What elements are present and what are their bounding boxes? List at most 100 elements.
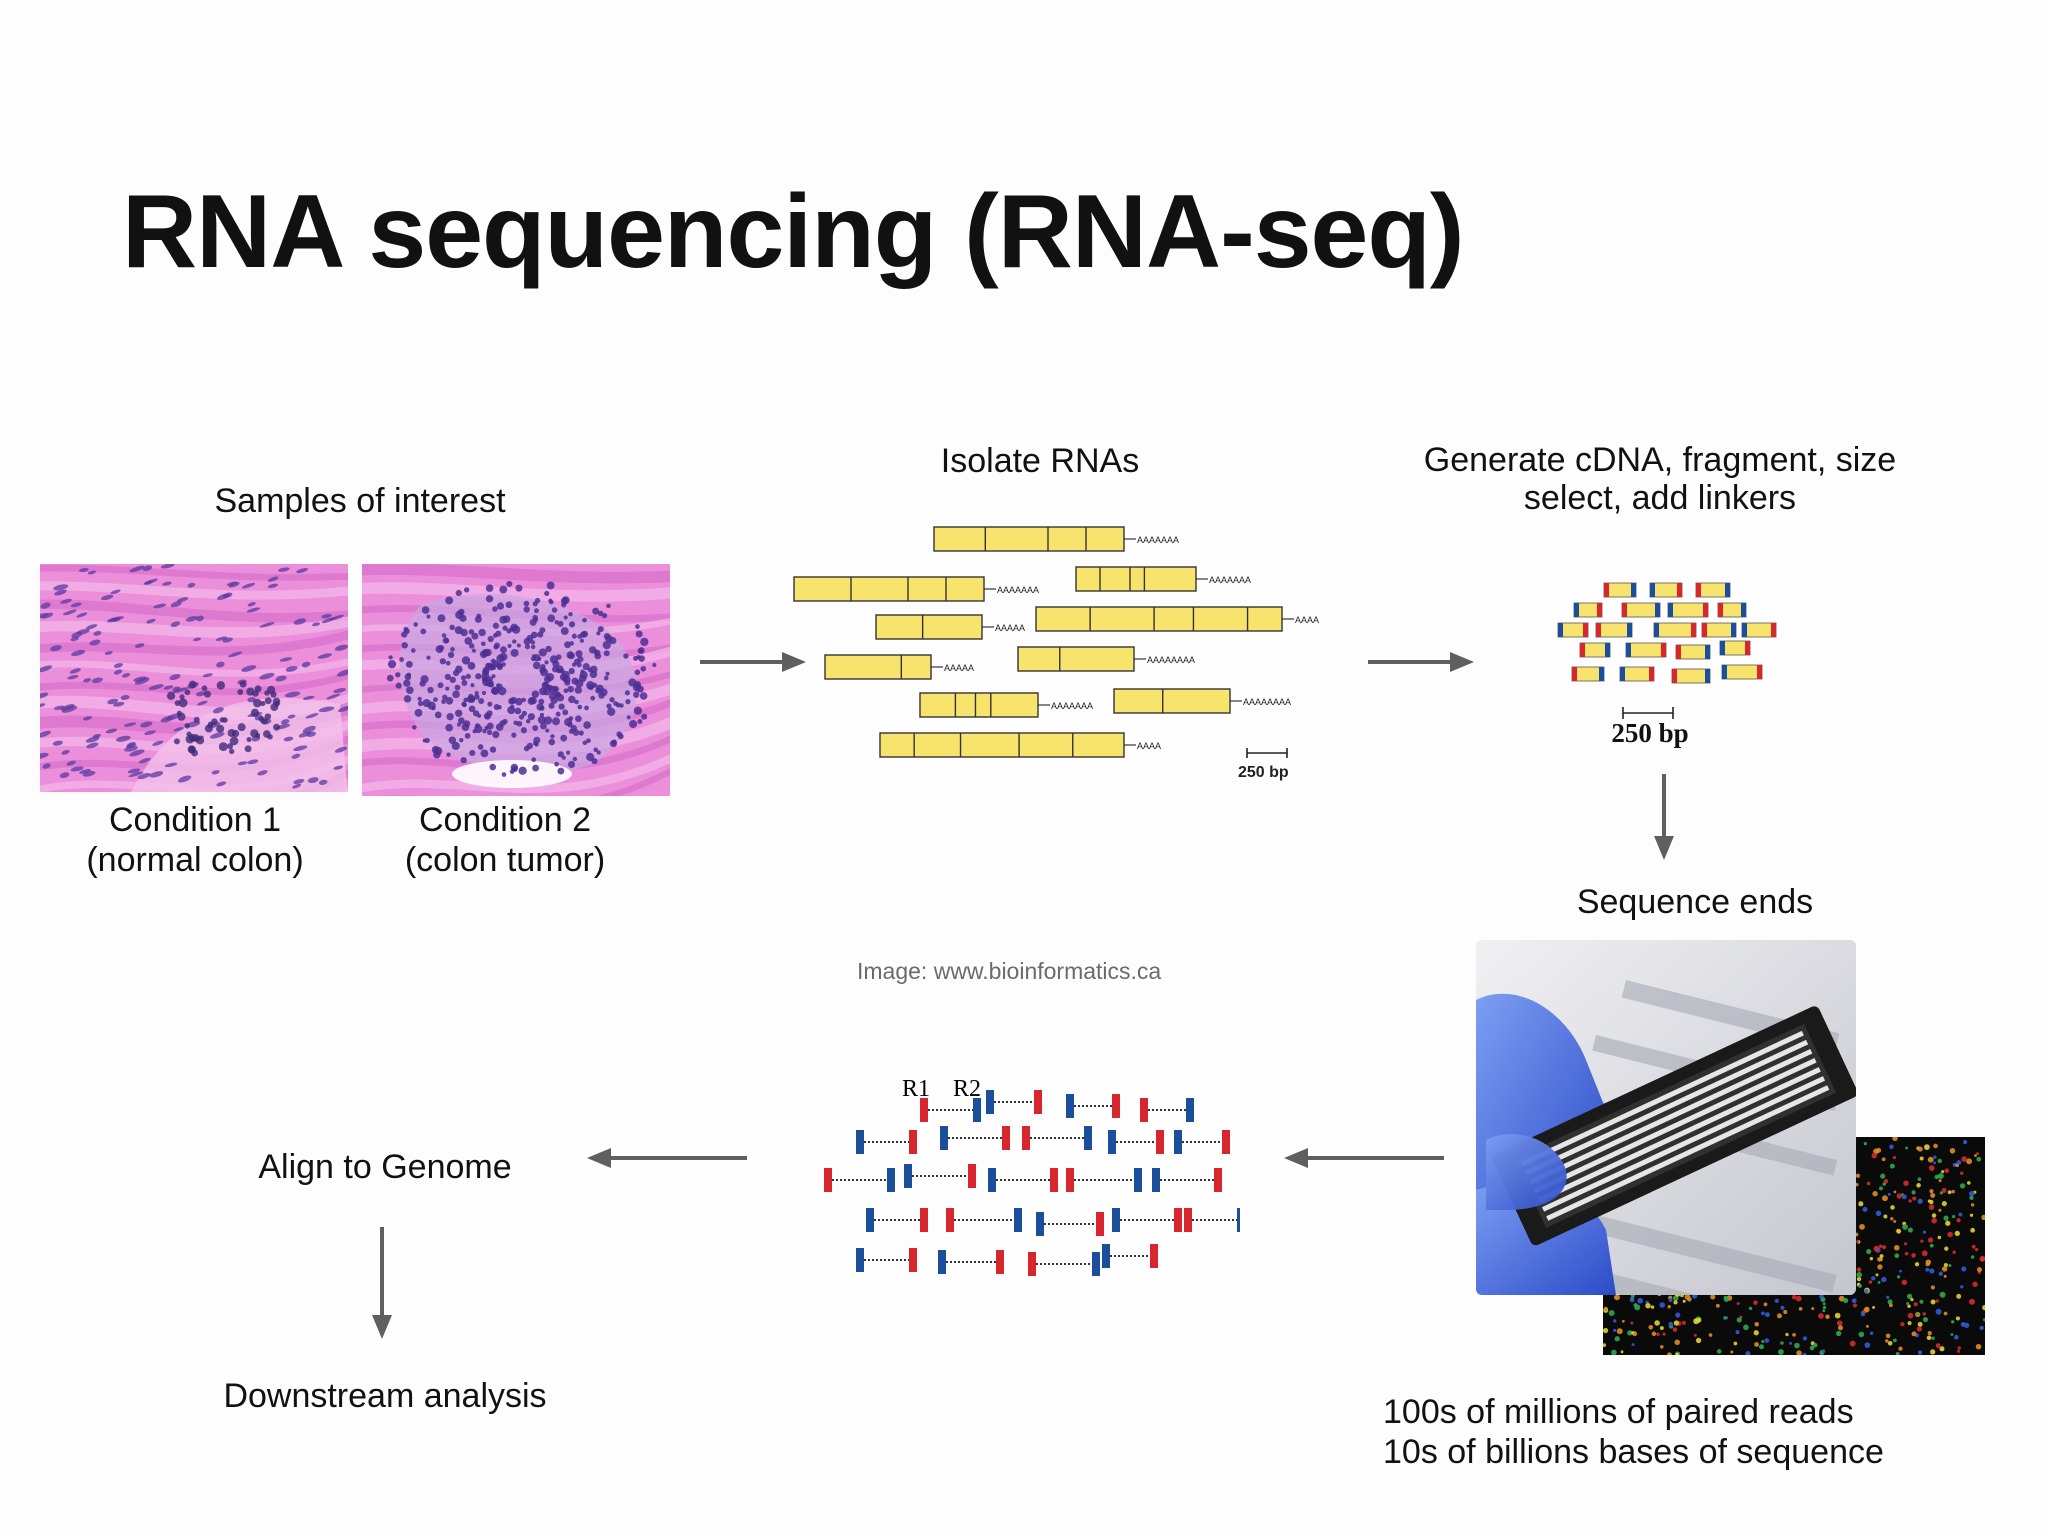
cluster-dot [1935,1343,1941,1349]
rna-polya-tail: AAAAAAA [1051,701,1093,711]
image-credit: Image: www.bioinformatics.ca [857,958,1162,984]
cluster-dot [1889,1144,1894,1150]
cluster-dot [1856,1276,1862,1282]
cluster-dot [1975,1343,1982,1350]
cluster-dot [1885,1333,1891,1339]
rna-fragment [933,526,1125,552]
cdna-fragment [1649,582,1683,598]
generate-heading: Generate cDNA, fragment, size [1423,441,1897,479]
cluster-dot [1896,1193,1902,1199]
cluster-dot [1908,1199,1912,1203]
cluster-dot [1608,1310,1615,1317]
cluster-dot [1682,1299,1686,1303]
cluster-dot [1929,1189,1934,1194]
cdna-fragment [1701,622,1737,638]
cluster-dot [1890,1217,1894,1221]
cluster-dot [1928,1204,1935,1210]
cluster-dot [1938,1271,1943,1276]
cluster-dot [1882,1245,1887,1250]
cluster-dot [1842,1297,1849,1304]
cluster-dot [1631,1331,1635,1335]
cdna-fragment [1619,666,1655,682]
cluster-dot [1930,1192,1936,1198]
cluster-dot [1883,1214,1888,1219]
cluster-dot [1935,1308,1942,1315]
cluster-dot [1758,1344,1765,1350]
cluster-dot [1859,1223,1865,1230]
cluster-dot [1614,1336,1620,1342]
cluster-dot [1822,1302,1826,1306]
cluster-dot [1952,1214,1956,1219]
cluster-dot [1858,1201,1864,1207]
cluster-dot [1900,1322,1905,1327]
cluster-dot [1950,1320,1955,1324]
cluster-dot [1973,1154,1977,1158]
cluster-dot [1834,1312,1841,1319]
cluster-dot [1892,1155,1897,1160]
cluster-dot [1675,1312,1681,1318]
cluster-dot [1960,1171,1964,1175]
cluster-dot [1868,1280,1873,1284]
cluster-dot [1959,1183,1966,1189]
cluster-dot [1802,1352,1807,1355]
cluster-dot [1887,1340,1893,1346]
cluster-dot [1783,1309,1788,1315]
cluster-dot [1889,1163,1895,1169]
cluster-dot [1603,1306,1608,1312]
arrow-down-icon [372,1227,392,1339]
cluster-dot [1893,1338,1897,1343]
cluster-dot [1976,1156,1982,1162]
rna-polya-tail: AAAAAAA [1209,575,1251,585]
rna-fragment [1017,646,1135,672]
cluster-dot [1613,1328,1617,1332]
cluster-dot [1933,1143,1938,1149]
cluster-dot [1835,1330,1842,1337]
cluster-dot [1933,1161,1936,1165]
cluster-dot [1954,1230,1960,1237]
flow-cell-photo [1476,940,1856,1295]
cluster-dot [1929,1268,1935,1274]
paired-reads-diagram: R1 R2 [824,1076,1240,1276]
rna-fragment [1075,566,1197,592]
cluster-dot [1865,1324,1869,1328]
cluster-dot [1893,1190,1897,1194]
cluster-dot [1869,1256,1874,1261]
cluster-dot [1878,1244,1883,1248]
rna-fragment [879,732,1125,758]
cluster-dot [1745,1351,1751,1355]
rna-fragment [824,654,932,680]
cluster-dot [1971,1244,1976,1249]
read-pair [1108,1130,1164,1154]
cluster-dot [1716,1349,1722,1354]
read-pair [940,1126,1010,1150]
condition2-label: Condition 2 [418,801,591,839]
cluster-dot [1950,1333,1954,1336]
cluster-dot [1974,1247,1979,1252]
read-pair [1066,1168,1142,1192]
cluster-dot [1855,1182,1859,1187]
cluster-dot [1917,1350,1923,1355]
tissue-image-tumor [362,564,670,796]
cluster-dot [1620,1350,1624,1354]
cluster-dot [1695,1337,1702,1344]
cluster-dot [1881,1195,1888,1202]
cluster-dot [1887,1192,1891,1196]
cluster-dot [1796,1350,1802,1355]
rna-polya-tail: AAAA [1137,741,1161,751]
cluster-dot [1907,1227,1913,1233]
cluster-dot [1616,1328,1623,1335]
cluster-dot [1947,1190,1952,1195]
cluster-dot [1961,1266,1967,1272]
cluster-dot [1879,1254,1884,1259]
cluster-dot [1949,1148,1956,1154]
cluster-dot [1927,1237,1934,1243]
cluster-dot [1723,1295,1728,1300]
cluster-dot [1660,1345,1664,1349]
cluster-dot [1892,1137,1898,1141]
cluster-dot [1967,1181,1971,1185]
cluster-dot [1917,1198,1923,1204]
cluster-dot [1944,1246,1949,1251]
cluster-dot [1629,1297,1635,1303]
cluster-dot [1906,1293,1913,1300]
align-genome-label: Align to Genome [258,1148,512,1186]
